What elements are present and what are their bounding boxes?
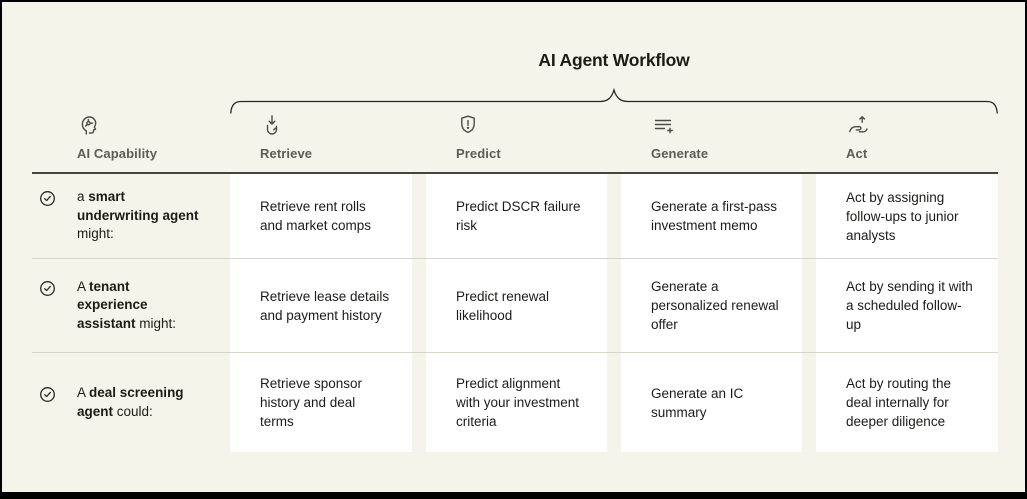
generate-cell: Generate an IC summary bbox=[621, 353, 802, 452]
column-header-ai-capability: AI Capability bbox=[32, 100, 230, 172]
retrieve-download-hand-icon bbox=[260, 113, 284, 137]
capability-cell: A deal screening agent could: bbox=[32, 353, 230, 452]
check-badge-icon bbox=[39, 190, 56, 207]
shield-alert-icon bbox=[456, 113, 480, 137]
generate-cell: Generate a first-pass investment memo bbox=[621, 174, 802, 258]
cell-text: Predict renewal likelihood bbox=[456, 288, 550, 323]
cell-text: Act by assigning follow-ups to junior an… bbox=[846, 189, 959, 243]
column-header-retrieve: Retrieve bbox=[230, 100, 426, 172]
page-title: AI Agent Workflow bbox=[538, 50, 690, 70]
text-lines-plus-icon bbox=[651, 113, 675, 137]
cell-text: Generate a first-pass investment memo bbox=[651, 199, 778, 233]
column-header-label: AI Capability bbox=[77, 146, 158, 161]
cell-text: Act by sending it with a scheduled follo… bbox=[846, 279, 973, 332]
retrieve-cell: Retrieve sponsor history and deal terms bbox=[230, 353, 412, 452]
column-header-act: Act bbox=[816, 100, 998, 172]
column-header-generate: Generate bbox=[621, 100, 816, 172]
column-header-label: Act bbox=[846, 146, 868, 161]
cell-text: Predict alignment with your investment c… bbox=[456, 376, 580, 429]
cell-text: Act by routing the deal internally for d… bbox=[846, 376, 952, 429]
column-header-label: Predict bbox=[456, 146, 501, 161]
cell-text: Generate an IC summary bbox=[651, 385, 744, 420]
column-header-label: Retrieve bbox=[260, 146, 313, 161]
hand-arrow-up-icon bbox=[846, 113, 870, 137]
capability-text: a smart underwriting agent might: bbox=[77, 189, 199, 242]
predict-cell: Predict DSCR failure risk bbox=[426, 174, 607, 258]
table-row: a smart underwriting agent might: Retrie… bbox=[32, 174, 998, 259]
capability-cell: A tenant experience assistant might: bbox=[32, 259, 230, 352]
table-header-row: AI Capability Retrieve bbox=[32, 100, 998, 174]
cell-text: Retrieve rent rolls and market comps bbox=[260, 199, 372, 233]
act-cell: Act by routing the deal internally for d… bbox=[816, 353, 998, 452]
predict-cell: Predict renewal likelihood bbox=[426, 259, 607, 352]
cell-text: Generate a personalized renewal offer bbox=[651, 279, 779, 332]
check-badge-icon bbox=[39, 280, 56, 297]
retrieve-cell: Retrieve lease details and payment histo… bbox=[230, 259, 412, 352]
retrieve-cell: Retrieve rent rolls and market comps bbox=[230, 174, 412, 258]
table-row: A deal screening agent could: Retrieve s… bbox=[32, 353, 998, 452]
column-header-predict: Predict bbox=[426, 100, 621, 172]
cell-text: Retrieve sponsor history and deal terms bbox=[260, 376, 363, 429]
cell-text: Predict DSCR failure risk bbox=[456, 199, 581, 233]
ai-head-icon bbox=[77, 113, 101, 137]
table-row: A tenant experience assistant might: Ret… bbox=[32, 259, 998, 353]
act-cell: Act by assigning follow-ups to junior an… bbox=[816, 174, 998, 258]
predict-cell: Predict alignment with your investment c… bbox=[426, 353, 607, 452]
generate-cell: Generate a personalized renewal offer bbox=[621, 259, 802, 352]
column-header-label: Generate bbox=[651, 146, 709, 161]
capability-text: A tenant experience assistant might: bbox=[77, 278, 177, 331]
workflow-overbrace bbox=[230, 88, 998, 114]
cell-text: Retrieve lease details and payment histo… bbox=[260, 288, 390, 323]
capability-cell: a smart underwriting agent might: bbox=[32, 174, 230, 258]
capability-text: A deal screening agent could: bbox=[77, 385, 184, 419]
check-badge-icon bbox=[39, 386, 56, 403]
act-cell: Act by sending it with a scheduled follo… bbox=[816, 259, 998, 352]
workflow-table: AI Capability Retrieve bbox=[32, 100, 998, 452]
